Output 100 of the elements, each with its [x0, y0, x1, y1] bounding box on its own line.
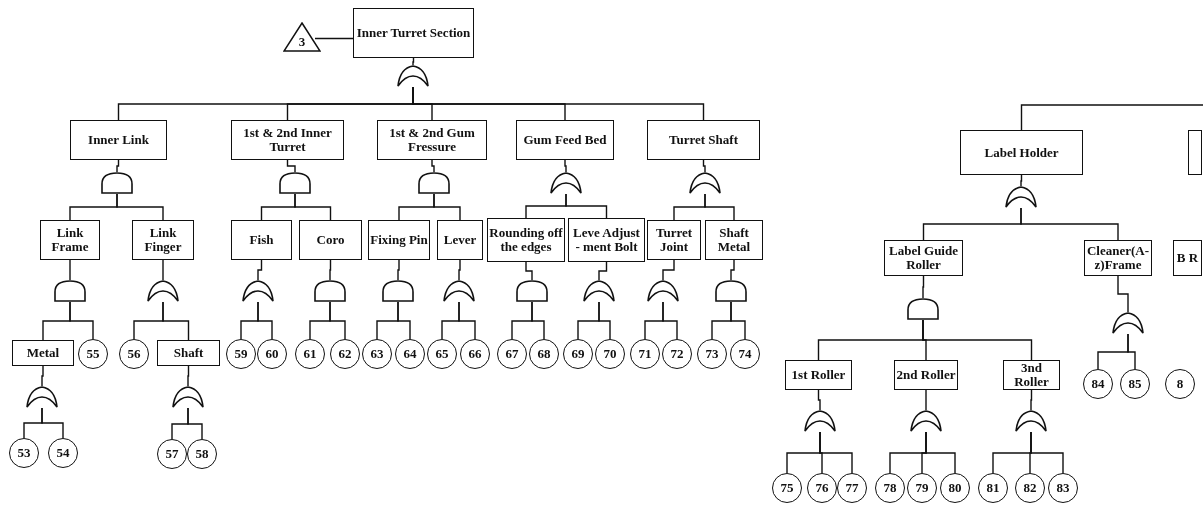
connector-line — [819, 431, 853, 474]
connector-line — [41, 407, 64, 439]
event-box: Cleaner(A- z)Frame — [1084, 240, 1152, 276]
event-box: Inner Link — [70, 120, 167, 160]
connector-line — [458, 301, 476, 340]
event-box: 1st & 2nd Inner Turret — [231, 120, 344, 160]
event-circle: 82 — [1015, 473, 1045, 503]
and-gate-symbol — [382, 280, 414, 302]
event-circle: 70 — [595, 339, 625, 369]
event-box: Shaft — [157, 340, 220, 366]
event-circle: 81 — [978, 473, 1008, 503]
connector-line — [257, 301, 273, 340]
connector-line — [116, 159, 120, 173]
connector-line — [1020, 104, 1203, 131]
event-circle: 76 — [807, 473, 837, 503]
or-gate-symbol — [26, 386, 58, 408]
connector-line — [187, 407, 203, 440]
or-gate-symbol — [550, 172, 582, 194]
connector-line — [922, 319, 1033, 361]
connector-line — [162, 301, 190, 341]
connector-line — [531, 301, 545, 340]
event-box: Label Guide Roller — [884, 240, 963, 276]
or-gate-symbol — [647, 280, 679, 302]
event-circle: 63 — [362, 339, 392, 369]
connector-line — [397, 301, 411, 340]
event-circle: 83 — [1048, 473, 1078, 503]
connector-line — [162, 259, 164, 281]
connector-line — [922, 275, 925, 299]
connector-line — [565, 193, 608, 219]
connector-line — [412, 86, 705, 121]
event-circle: 60 — [257, 339, 287, 369]
event-circle: 72 — [662, 339, 692, 369]
and-gate-symbol — [279, 172, 311, 194]
event-circle: 61 — [295, 339, 325, 369]
event-box: Fish — [231, 220, 292, 260]
or-gate-symbol — [804, 410, 836, 432]
event-box: Rounding off the edges — [487, 218, 565, 262]
event-circle: 71 — [630, 339, 660, 369]
transfer-triangle: 3 — [283, 22, 321, 52]
event-circle: 79 — [907, 473, 937, 503]
or-gate-symbol — [910, 410, 942, 432]
connector-line — [116, 193, 164, 221]
event-circle: 56 — [119, 339, 149, 369]
or-gate-symbol — [172, 386, 204, 408]
event-circle: 74 — [730, 339, 760, 369]
event-circle: 66 — [460, 339, 490, 369]
event-box: Link Finger — [132, 220, 194, 260]
connector-line — [925, 389, 927, 411]
or-gate-symbol — [1112, 312, 1144, 334]
connector-line — [257, 259, 263, 281]
event-box: 2nd Roller — [894, 360, 958, 390]
connector-line — [1020, 207, 1119, 241]
event-circle: 53 — [9, 438, 39, 468]
event-circle: 64 — [395, 339, 425, 369]
connector-line — [662, 259, 675, 281]
connector-line — [598, 301, 611, 340]
event-box: Link Frame — [40, 220, 100, 260]
event-box: Label Holder — [960, 130, 1083, 175]
event-box: Fixing Pin — [368, 220, 430, 260]
and-gate-symbol — [907, 298, 939, 320]
connector-line — [431, 159, 435, 173]
connector-line — [1030, 389, 1033, 411]
and-gate-symbol — [314, 280, 346, 302]
or-gate-symbol — [1005, 186, 1037, 208]
event-circle: 65 — [427, 339, 457, 369]
connector-line — [1117, 275, 1129, 313]
connector-line — [702, 159, 706, 173]
event-box: 1st Roller — [785, 360, 852, 390]
event-box: Turret Shaft — [647, 120, 760, 160]
connector-line — [817, 389, 821, 411]
event-circle: 73 — [697, 339, 727, 369]
and-gate-symbol — [516, 280, 548, 302]
event-circle: 59 — [226, 339, 256, 369]
event-circle: 57 — [157, 439, 187, 469]
connector-line — [564, 159, 567, 173]
connector-line — [286, 159, 296, 173]
and-gate-symbol — [101, 172, 133, 194]
connector-line — [69, 301, 94, 340]
event-box: Inner Turret Section — [353, 8, 474, 58]
connector-line — [1030, 431, 1064, 474]
or-gate-symbol — [1015, 410, 1047, 432]
connector-line — [525, 261, 533, 281]
event-circle: 80 — [940, 473, 970, 503]
connector-line — [925, 431, 956, 474]
event-circle: 75 — [772, 473, 802, 503]
event-box: Leve Adjust - ment Bolt — [568, 218, 645, 262]
event-box — [1188, 130, 1202, 175]
connector-line — [69, 259, 71, 281]
and-gate-symbol — [715, 280, 747, 302]
event-circle: 68 — [529, 339, 559, 369]
event-box: Coro — [299, 220, 362, 260]
connector-line — [329, 301, 346, 340]
event-circle: 78 — [875, 473, 905, 503]
event-circle: 62 — [330, 339, 360, 369]
connector-line — [730, 301, 746, 340]
connector-line — [458, 259, 461, 281]
and-gate-symbol — [418, 172, 450, 194]
connector-line — [187, 365, 190, 387]
connector-line — [397, 259, 400, 281]
event-box: Shaft Metal — [705, 220, 763, 260]
